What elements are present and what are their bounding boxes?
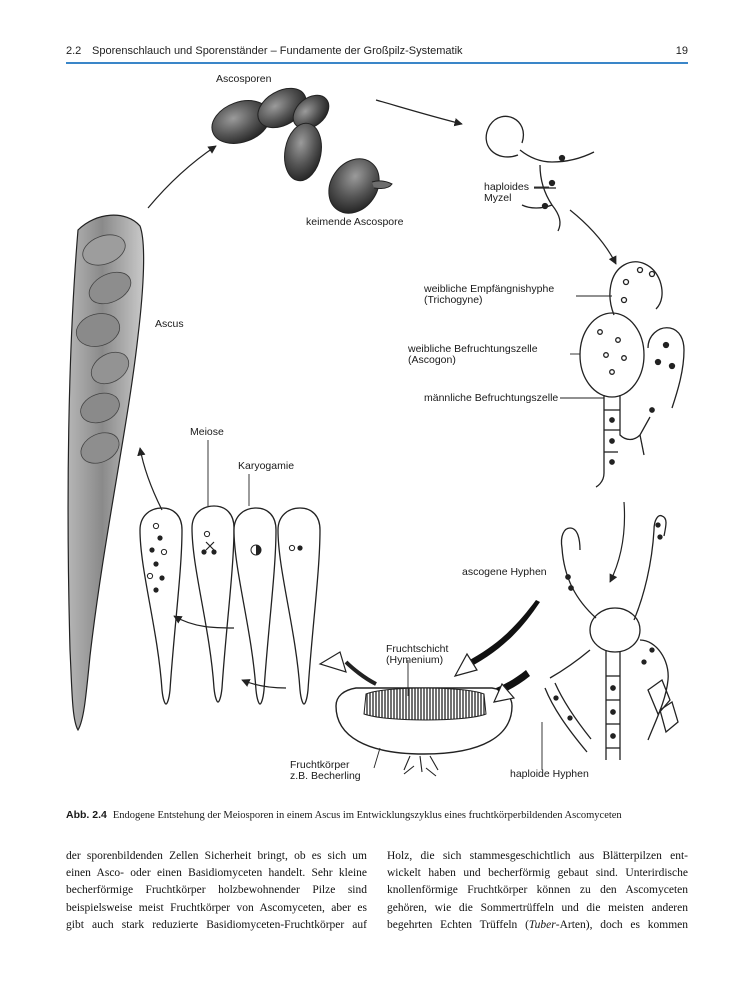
caption-text: Endogene Entstehung der Meiosporen in ei…: [112, 810, 622, 821]
label-haploides-myzel-1: haploides: [484, 181, 529, 193]
young-asci-illustration: [139, 505, 321, 705]
ascospores-illustration: [211, 87, 393, 214]
running-head: 2.2 Sporenschlauch und Sporenständer – F…: [66, 43, 688, 61]
label-trichogyne-2: (Trichogyne): [424, 294, 483, 306]
label-meiose: Meiose: [190, 426, 224, 438]
body-line: Holz, die sich stammesgeschichtlich aus …: [387, 850, 688, 862]
label-trichogyne-1: weibliche Empfängnishyphe: [423, 283, 554, 295]
body-text-run: -Arten), doch es kommen: [555, 918, 688, 931]
body-line: einen Asco- oder einen Basidiomyceten ha…: [66, 867, 367, 880]
body-line: gibt auch stark reduzierte Basidiomycete…: [66, 918, 367, 931]
caption-label: Abb. 2.4: [66, 809, 107, 821]
figure-labels: Ascosporen keimende Ascospore haploides …: [155, 73, 589, 782]
body-column-left: der sporenbildenden Zellen Sicherheit br…: [66, 848, 367, 934]
label-haploides-myzel-2: Myzel: [484, 192, 511, 204]
body-line: der sporenbildenden Zellen Sicherheit br…: [66, 850, 367, 862]
label-ascosporen: Ascosporen: [216, 73, 272, 85]
haploid-mycelium-illustration: [485, 115, 595, 232]
label-karyogamie: Karyogamie: [238, 460, 294, 472]
label-maennliche-befruchtungszelle: männliche Befruchtungszelle: [424, 392, 558, 404]
section-title: Sporenschlauch und Sporenständer – Funda…: [92, 45, 463, 57]
label-fruchtkoerper-2: z.B. Becherling: [290, 770, 361, 782]
body-line: knollenförmige Fruchtkörper können zu de…: [387, 884, 688, 897]
label-ascogon-2: (Ascogon): [408, 354, 456, 366]
ascus-nuclei: [146, 522, 303, 593]
body-text-run: begehrten Echten Trüffeln (: [387, 918, 529, 931]
label-ascogene-hyphen: ascogene Hyphen: [462, 566, 547, 578]
cycle-arrows: [137, 99, 626, 689]
ascogon-trichogyne-illustration: [579, 261, 685, 488]
page-number: 19: [675, 45, 688, 57]
body-line: gehören, wie die Sommertrüffeln und die …: [387, 901, 688, 914]
label-ascogon-1: weibliche Befruchtungszelle: [407, 343, 538, 355]
label-fruchtschicht-1: Fruchtschicht: [386, 643, 449, 655]
body-column-right: Holz, die sich stammesgeschichtlich aus …: [387, 848, 688, 934]
body-line-last: begehrten Echten Trüffeln (Tuber-Arten),…: [387, 917, 688, 934]
body-line: beispielsweise meist Fruchtkörper von As…: [66, 901, 367, 914]
section-number: 2.2: [66, 45, 82, 57]
ascus-illustration: [67, 214, 145, 732]
ascogenous-hyphae-illustration: [544, 514, 679, 760]
label-fruchtkoerper-1: Fruchtkörper: [290, 759, 350, 771]
label-haploide-hyphen: haploide Hyphen: [510, 768, 589, 780]
hymenium-arrow: [460, 600, 540, 672]
label-keimende-ascospore: keimende Ascospore: [306, 216, 404, 228]
fruiting-body-illustration: [335, 687, 513, 777]
leader-lines: [207, 186, 612, 770]
label-ascus: Ascus: [155, 318, 184, 330]
body-line: wickelt haben und becherförmig gebaut si…: [387, 867, 688, 880]
label-fruchtschicht-2: (Hymenium): [386, 654, 443, 666]
body-line: becherförmige Fruchtkörper holzbewohnend…: [66, 884, 367, 897]
ascomycete-life-cycle-figure: Ascosporen keimende Ascospore haploides …: [67, 73, 685, 782]
genus-name: Tuber: [528, 918, 556, 931]
figure-caption: Abb. 2.4 Endogene Entstehung der Meiospor…: [66, 809, 688, 821]
header-rule: [66, 62, 688, 64]
